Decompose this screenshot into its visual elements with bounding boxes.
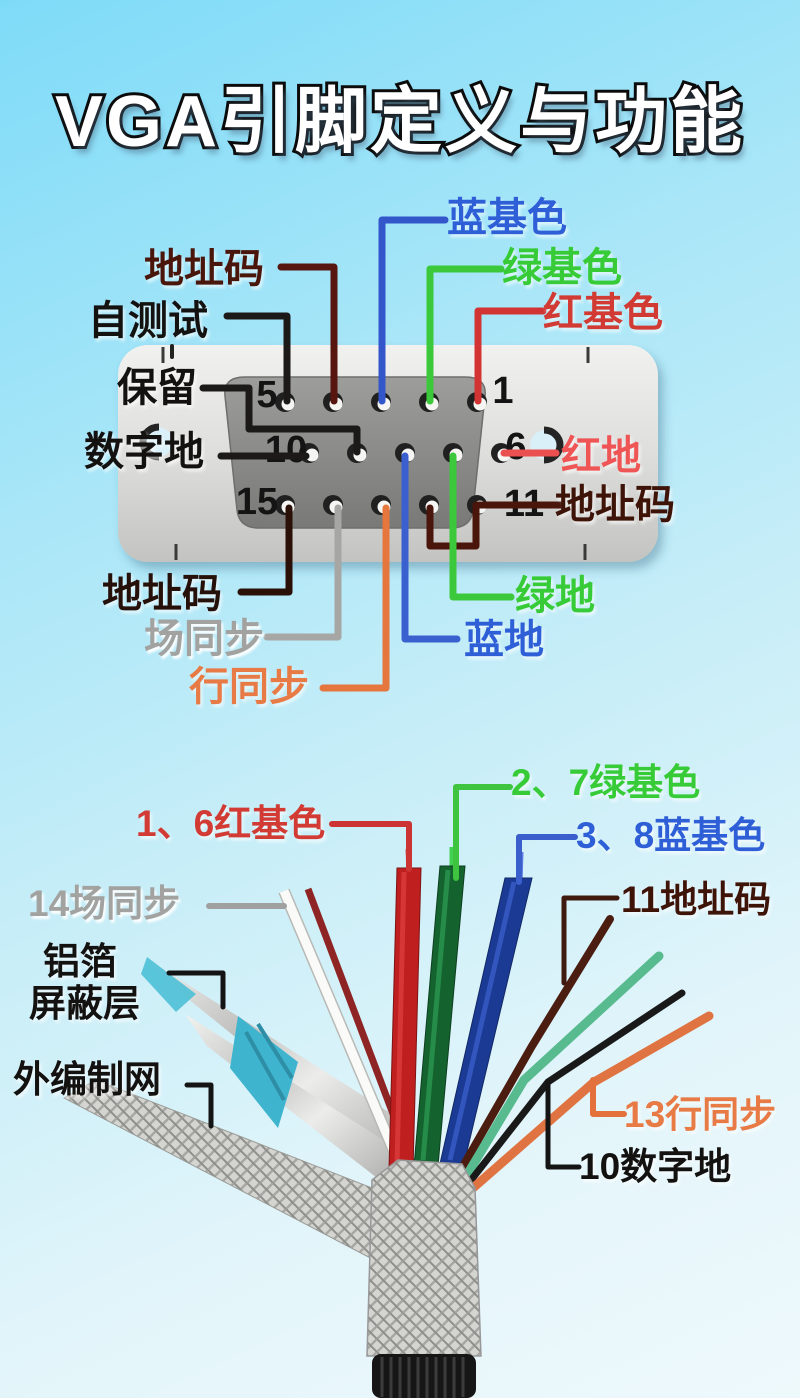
cable-assembly (62, 847, 714, 1398)
foil-cyan-piece (230, 1016, 298, 1128)
label-address-code-top: 地址码 (144, 247, 264, 291)
wire-address-code-pin4 (277, 263, 338, 405)
label-red-primary: 红基色 (543, 291, 663, 335)
pointer-digital-ground-10 (545, 1079, 582, 1170)
white-wire-v-sync (279, 889, 411, 1182)
pin-number-10: 10 (265, 429, 307, 471)
label-foil-line1: 铝箔 (43, 941, 117, 982)
label-self-test: 自测试 (88, 299, 208, 343)
label-green-ground: 绿地 (515, 574, 595, 618)
label-blue-primary-38: 3、8蓝基色 (576, 815, 766, 856)
page-title: VGA引脚定义与功能 (52, 79, 746, 165)
pointer-green-primary-27 (453, 784, 513, 881)
label-green-primary-27: 2、7绿基色 (511, 762, 701, 803)
label-foil-line2: 屏蔽层 (29, 983, 140, 1024)
wire-self-test-pin5 (223, 312, 291, 405)
label-address-code-bottom: 地址码 (102, 572, 222, 616)
pointer-outer-braid (184, 1082, 214, 1129)
label-v-sync: 场同步 (144, 617, 264, 661)
pin-number-6: 6 (505, 426, 526, 468)
blue-wire-highlight (447, 881, 517, 1161)
label-address-code-11: 11地址码 (621, 879, 772, 920)
wire-green-ground-pin7 (449, 452, 515, 601)
label-h-sync: 行同步 (189, 665, 309, 709)
wire-reserved-pin9 (199, 384, 361, 456)
teal-wire (459, 951, 664, 1185)
label-blue-primary: 蓝基色 (447, 196, 567, 240)
label-red-ground: 红地 (561, 434, 641, 478)
label-reserved: 保留 (117, 366, 197, 410)
pin-number-1: 1 (492, 370, 513, 412)
wire-blue-primary-pin3 (378, 216, 449, 405)
label-digital-ground-10: 10数字地 (579, 1146, 732, 1187)
mounting-hole-right-shade (543, 426, 564, 464)
wire-address-code-pin15 (237, 504, 293, 596)
wire-red-primary-pin1 (474, 307, 547, 405)
cable-jacket (372, 1354, 476, 1398)
red-wire-highlight (394, 871, 407, 1166)
label-outer-braid: 外编制网 (13, 1059, 161, 1100)
pointer-address-code-11 (561, 895, 620, 986)
label-h-sync-13: 13行同步 (624, 1094, 777, 1135)
wire-blue-ground-pin8 (401, 452, 461, 643)
green-wire-highlight (420, 869, 451, 1161)
pointer-blue-primary-38 (516, 834, 578, 885)
wire-h-sync-pin13 (319, 504, 390, 692)
cable-pointers (166, 784, 627, 1170)
label-red-primary-16: 1、6红基色 (136, 803, 326, 844)
brown-wire-address-code (454, 915, 614, 1179)
foil-streaks (244, 1022, 294, 1101)
connector-wires (170, 216, 565, 692)
label-address-code-right: 地址码 (555, 483, 675, 527)
foil-cyan-piece (141, 957, 196, 1012)
label-blue-ground: 蓝地 (464, 618, 544, 662)
pointer-h-sync-13 (590, 1077, 627, 1117)
label-green-primary: 绿基色 (502, 246, 622, 290)
jacket-ribs (380, 1357, 465, 1398)
wire-green-primary-pin2 (426, 265, 505, 405)
label-v-sync-14: 14场同步 (28, 883, 181, 924)
pin-number-5: 5 (256, 374, 277, 416)
braided-shield-bundle (366, 1159, 482, 1357)
pin-number-15: 15 (236, 481, 278, 523)
label-digital-ground: 数字地 (84, 430, 204, 474)
mounting-hole-left-shade (139, 423, 160, 461)
wire-v-sync-pin14 (263, 504, 342, 641)
pointer-foil-shield (166, 970, 226, 1010)
pointer-red-primary-16 (329, 821, 412, 872)
